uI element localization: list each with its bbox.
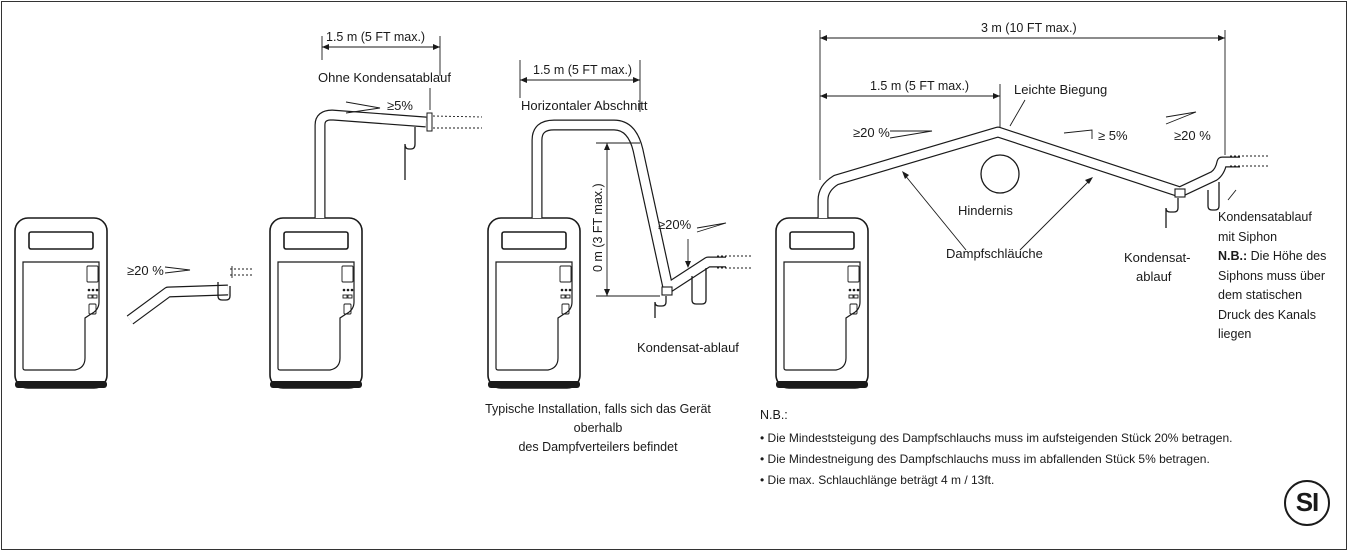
fig2-no-drain-label: Ohne Kondensatablauf — [318, 70, 451, 85]
fig4-humidifier-diagram: 3 m (10 FT max.) 1.5 m (5 FT max.) Leich… — [775, 21, 1268, 389]
notes-item: Die Mindeststeigung des Dampfschlauchs m… — [760, 428, 1233, 449]
fig4-nb-text3: dem statischen — [1218, 288, 1303, 302]
notes-title: N.B.: — [760, 408, 788, 422]
fig4-nb-bold: N.B.: — [1218, 249, 1248, 263]
fig4-hoses-label: Dampfschläuche — [946, 246, 1043, 261]
fig4-slope-right-label: ≥20 % — [1174, 128, 1211, 143]
fig3-caption-line1: Typische Installation, falls sich das Ge… — [485, 402, 711, 435]
fig4-total-length-label: 3 m (10 FT max.) — [981, 21, 1077, 35]
fig4-slope-left-label: ≥20 % — [853, 125, 890, 140]
si-logo: SI — [1284, 480, 1330, 526]
fig4-obstacle-label: Hindernis — [958, 203, 1013, 218]
fig4-half-length-label: 1.5 m (5 FT max.) — [870, 79, 969, 93]
fig4-nb-text2: Siphons muss über — [1218, 268, 1326, 283]
fig3-caption-line2: des Dampfverteilers befindet — [518, 440, 678, 454]
fig1-slope-label: ≥20 % — [127, 263, 164, 278]
fig4-bend-label: Leichte Biegung — [1014, 82, 1107, 97]
fig4-slope-middle-label: ≥ 5% — [1098, 128, 1128, 143]
fig3-vertical-dimension-label: 0 m (3 FT max.) — [591, 183, 605, 272]
fig3-caption: Typische Installation, falls sich das Ge… — [476, 400, 720, 457]
fig2-dimension-label: 1.5 m (5 FT max.) — [326, 30, 425, 44]
fig3-horizontal-section-label: Horizontaler Abschnitt — [521, 98, 648, 113]
fig3-slope-label: ≥20% — [658, 217, 692, 232]
fig4-drain-label-line1: Kondensat- — [1124, 250, 1191, 265]
fig4-nb-text5: liegen — [1218, 327, 1252, 341]
fig4-siphon-note: Kondensatablauf mit Siphon N.B.: Die Höh… — [1218, 208, 1326, 345]
fig3-humidifier-diagram: 1.5 m (5 FT max.) Horizontaler Abschnitt… — [487, 60, 752, 389]
fig1-humidifier-diagram: ≥20 % — [14, 217, 254, 389]
fig4-nb-text1: Die Höhe des — [1247, 249, 1327, 263]
fig4-nb-text4: Druck des Kanals — [1218, 307, 1316, 322]
notes-block: N.B.: Die Mindeststeigung des Dampfschla… — [760, 405, 1232, 491]
fig4-siphon-line2: mit Siphon — [1218, 229, 1278, 244]
notes-list: Die Mindeststeigung des Dampfschlauchs m… — [760, 428, 1233, 491]
fig2-humidifier-diagram: 1.5 m (5 FT max.) Ohne Kondensatablauf ≥… — [269, 30, 483, 389]
fig2-slope-label: ≥5% — [387, 98, 413, 113]
notes-item: Die Mindestneigung des Dampfschlauchs mu… — [760, 449, 1232, 470]
fig3-dimension-label: 1.5 m (5 FT max.) — [533, 63, 632, 77]
fig4-siphon-line1: Kondensatablauf — [1218, 210, 1312, 224]
fig4-nb-line1: N.B.: Die Höhe des — [1218, 247, 1326, 267]
notes-item: Die max. Schlauchlänge beträgt 4 m / 13f… — [760, 470, 1232, 491]
fig3-drain-label: Kondensat-ablauf — [637, 340, 739, 355]
fig4-drain-label-line2: ablauf — [1136, 269, 1172, 284]
